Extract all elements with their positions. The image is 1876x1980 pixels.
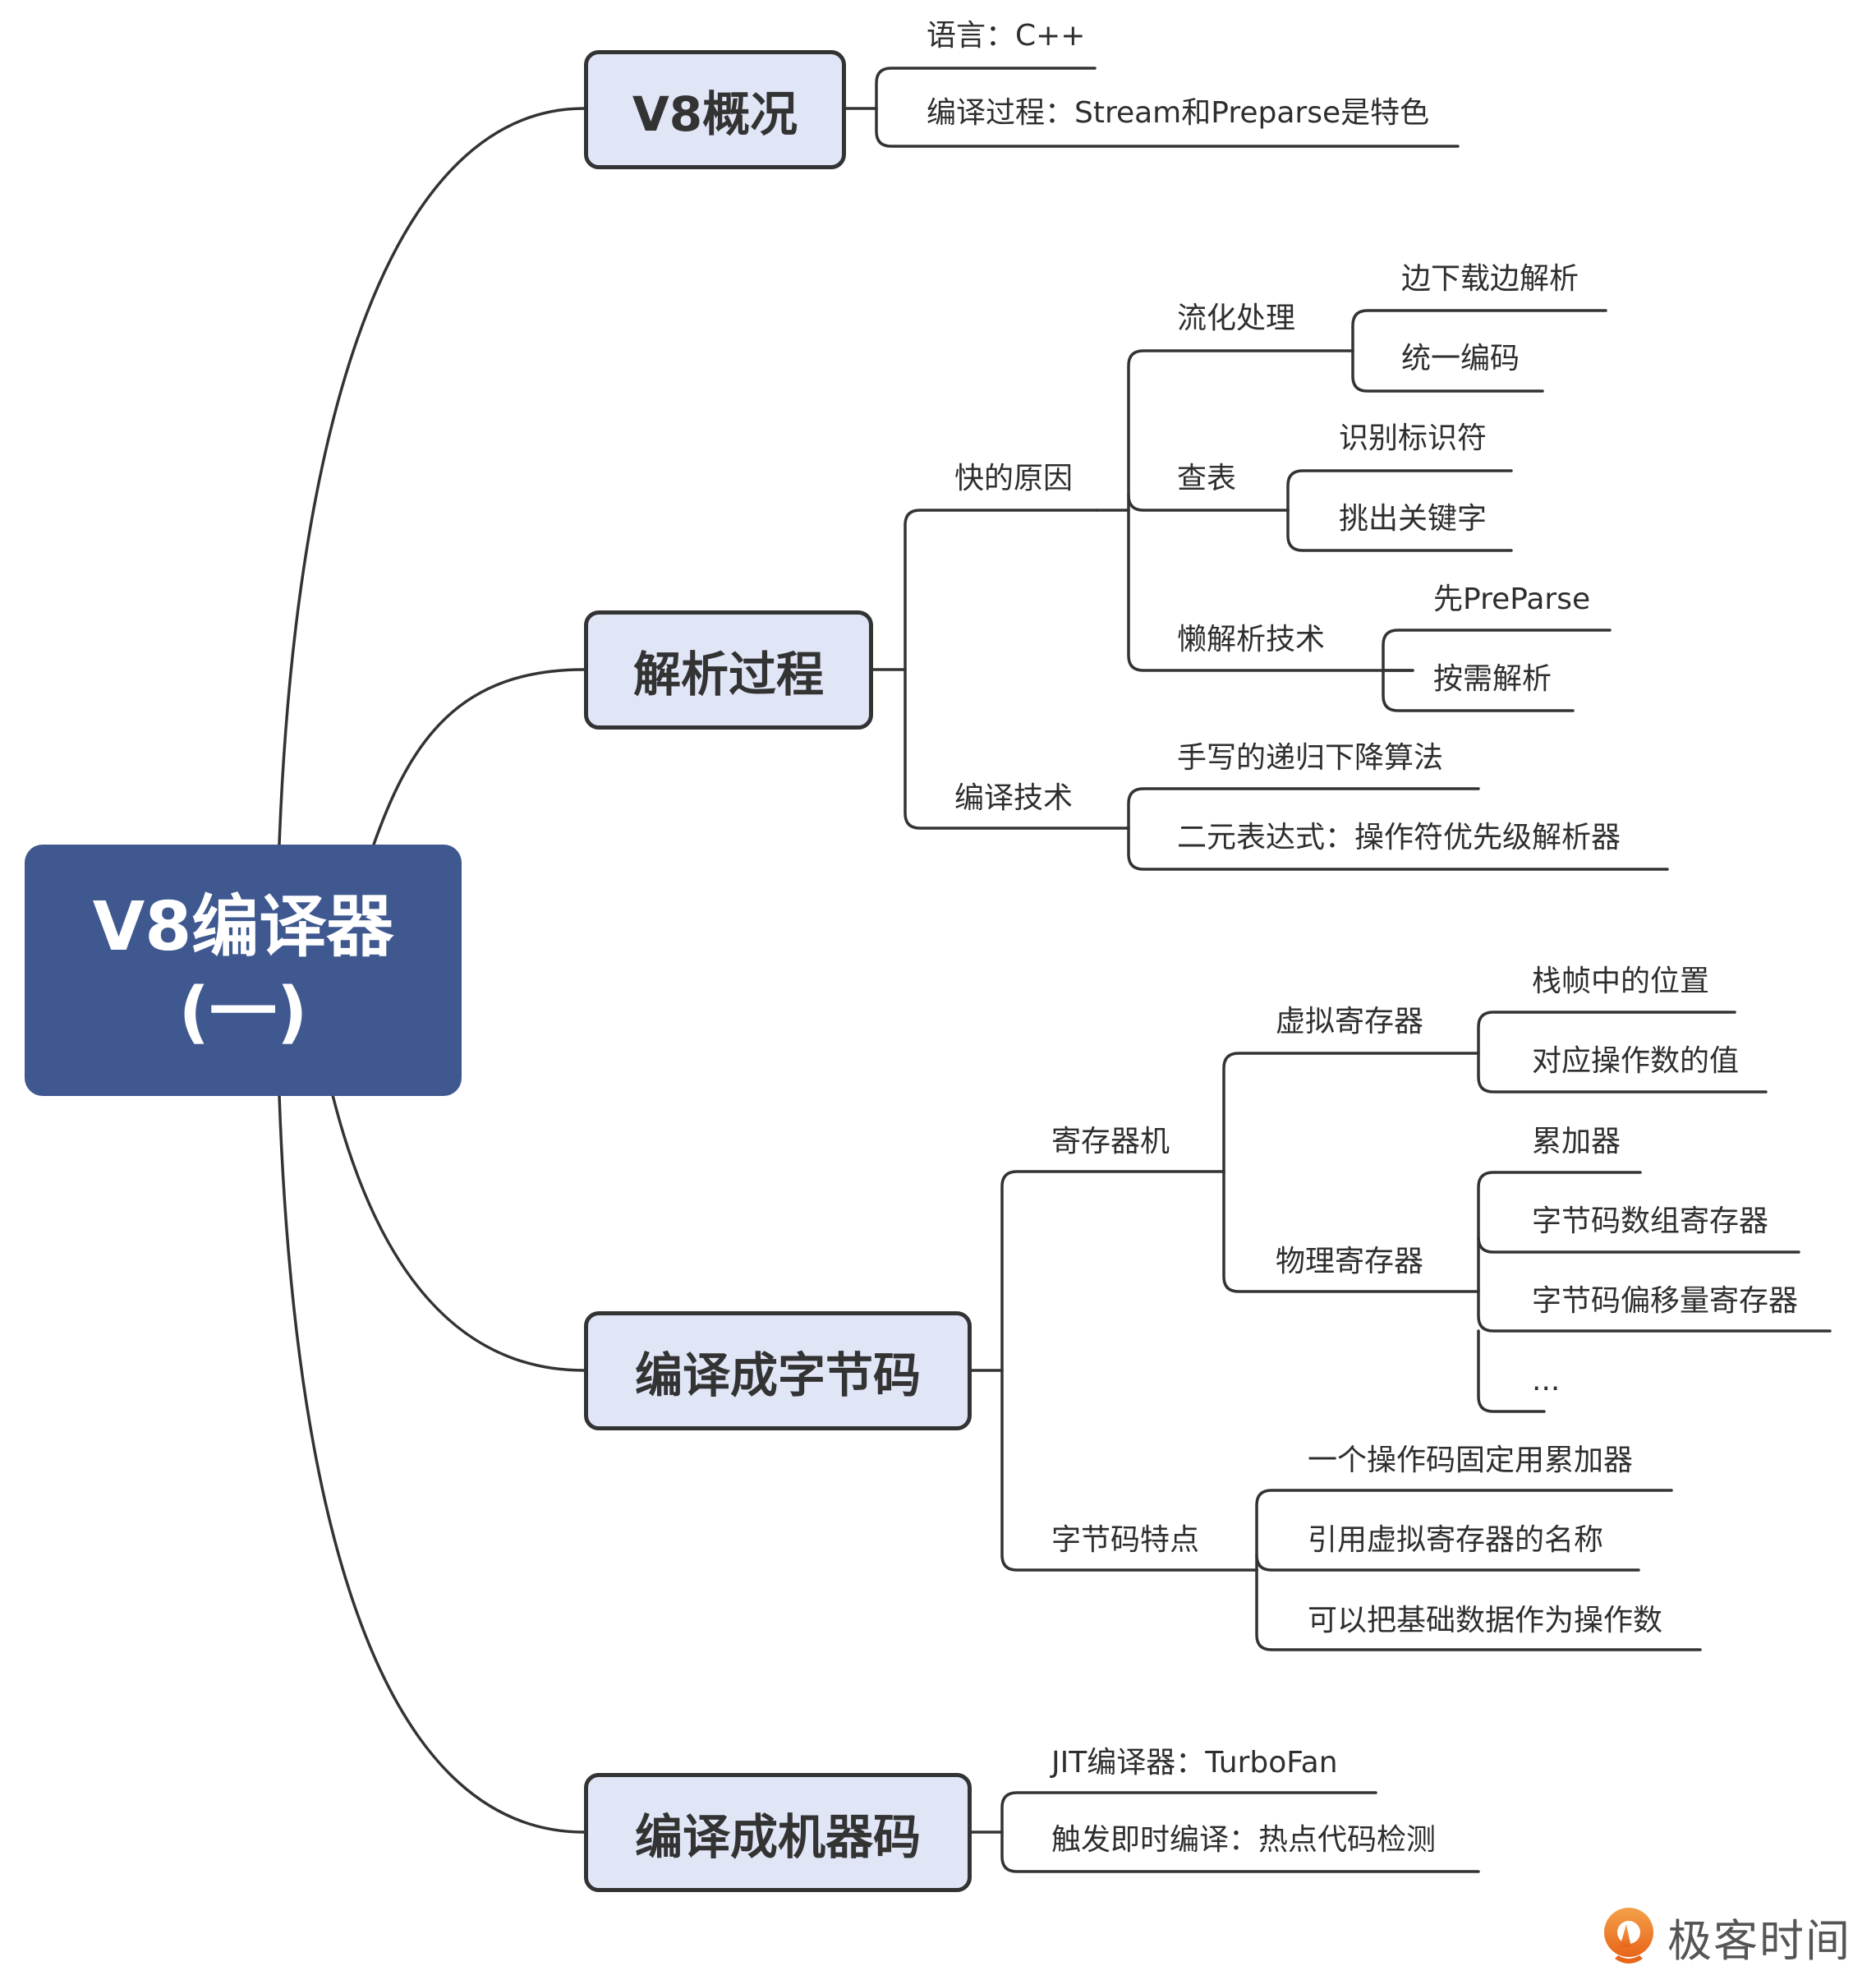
fast-reasons-branch — [1127, 349, 1354, 512]
machine-branch — [1000, 1791, 1377, 1834]
topic-fast-reasons[interactable]: 快的原因 — [954, 462, 1074, 495]
topic-bytecode-features[interactable]: 字节码特点 — [1051, 1523, 1200, 1557]
register-machine-branch — [1222, 1052, 1480, 1173]
topic-unified-encoding[interactable]: 统一编码 — [1401, 342, 1520, 375]
virtual-reg-branch — [1477, 1011, 1736, 1055]
parsing-branch — [904, 668, 1129, 830]
root-to-parsing — [372, 668, 586, 846]
topic-physical-registers[interactable]: 物理寄存器 — [1276, 1245, 1424, 1278]
compile-tech-branch — [1127, 827, 1669, 871]
branch-label: 编译成字节码 — [634, 1347, 921, 1403]
branch-v8-overview[interactable]: V8概况 — [584, 50, 846, 169]
branch-bytecode[interactable]: 编译成字节码 — [584, 1311, 972, 1430]
root-title: V8编译器 — [92, 888, 394, 966]
topic-compile-tech[interactable]: 编译技术 — [954, 781, 1074, 815]
geektime-logo: 极客时间 — [1602, 1904, 1851, 1969]
geektime-logo-text: 极客时间 — [1667, 1915, 1851, 1967]
streaming-branch — [1351, 309, 1607, 352]
overview-branch — [875, 107, 1460, 148]
bytecode-branch — [1000, 1369, 1258, 1572]
topic-bytecode-array-register[interactable]: 字节码数组寄存器 — [1532, 1204, 1769, 1238]
topic-lazy-parsing[interactable]: 懒解析技术 — [1177, 623, 1326, 656]
machine-branch — [1000, 1830, 1480, 1873]
physical-reg-branch — [1477, 1236, 1800, 1254]
topic-jit-turbofan[interactable]: JIT编译器：TurboFan — [1051, 1746, 1338, 1780]
topic-identify-identifiers[interactable]: 识别标识符 — [1339, 421, 1487, 455]
root-subtitle: (一) — [178, 974, 308, 1052]
branch-machine-code[interactable]: 编译成机器码 — [584, 1773, 972, 1892]
physical-reg-branch — [1477, 1329, 1546, 1413]
overview-branch — [875, 67, 1097, 110]
streaming-branch — [1351, 349, 1544, 393]
lazy-branch — [1382, 669, 1575, 712]
bytecode-features-branch — [1255, 1568, 1702, 1651]
topic-hotspot-detection[interactable]: 触发即时编译：热点代码检测 — [1051, 1823, 1437, 1857]
topic-language[interactable]: 语言：C++ — [927, 19, 1086, 53]
bytecode-features-branch — [1255, 1554, 1640, 1572]
topic-virtual-registers[interactable]: 虚拟寄存器 — [1276, 1005, 1424, 1038]
topic-pick-keywords[interactable]: 挑出关键字 — [1339, 502, 1487, 536]
topic-operator-precedence[interactable]: 二元表达式：操作符优先级解析器 — [1177, 821, 1621, 854]
topic-table-lookup[interactable]: 查表 — [1177, 462, 1237, 495]
topic-opcode-accumulator[interactable]: 一个操作码固定用累加器 — [1308, 1444, 1634, 1477]
topic-preparse[interactable]: 先PreParse — [1433, 582, 1591, 616]
fast-reasons-branch — [1127, 509, 1414, 672]
lookup-branch — [1286, 469, 1513, 512]
branch-label: 编译成机器码 — [634, 1808, 921, 1865]
topic-streaming[interactable]: 流化处理 — [1177, 302, 1296, 335]
bytecode-branch — [1000, 1170, 1225, 1372]
topic-recursive-descent[interactable]: 手写的递归下降算法 — [1177, 741, 1444, 775]
root-to-overview — [278, 107, 586, 846]
fast-reasons-branch — [1127, 494, 1290, 512]
topic-virtual-register-names[interactable]: 引用虚拟寄存器的名称 — [1308, 1523, 1604, 1557]
topic-download-parse[interactable]: 边下载边解析 — [1401, 262, 1579, 296]
branch-label: 解析过程 — [632, 646, 824, 702]
branch-label: V8概况 — [632, 85, 798, 142]
bytecode-features-branch — [1255, 1489, 1673, 1572]
topic-more-registers[interactable]: ... — [1532, 1364, 1561, 1398]
root-node[interactable]: V8编译器 (一) — [25, 845, 462, 1096]
topic-primitive-operands[interactable]: 可以把基础数据作为操作数 — [1308, 1604, 1663, 1637]
topic-operand-value[interactable]: 对应操作数的值 — [1532, 1044, 1740, 1078]
register-machine-branch — [1222, 1170, 1480, 1293]
compile-tech-branch — [1127, 787, 1480, 830]
root-to-bytecode — [331, 1094, 586, 1372]
lookup-branch — [1286, 509, 1513, 552]
virtual-reg-branch — [1477, 1052, 1768, 1094]
parsing-branch — [904, 509, 1098, 671]
topic-stack-frame-position[interactable]: 栈帧中的位置 — [1532, 965, 1710, 998]
physical-reg-branch — [1477, 1290, 1832, 1333]
topic-compile-process[interactable]: 编译过程：Stream和Preparse是特色 — [927, 96, 1430, 130]
topic-accumulator[interactable]: 累加器 — [1532, 1125, 1621, 1158]
topic-on-demand-parse[interactable]: 按需解析 — [1433, 662, 1552, 696]
lazy-branch — [1382, 629, 1612, 672]
topic-bytecode-offset-register[interactable]: 字节码偏移量寄存器 — [1532, 1284, 1799, 1318]
topic-register-machine[interactable]: 寄存器机 — [1051, 1125, 1170, 1158]
geektime-logo-icon — [1604, 1907, 1653, 1964]
root-to-machine — [278, 1094, 586, 1834]
physical-reg-branch — [1477, 1171, 1642, 1293]
branch-parsing[interactable]: 解析过程 — [584, 610, 873, 730]
